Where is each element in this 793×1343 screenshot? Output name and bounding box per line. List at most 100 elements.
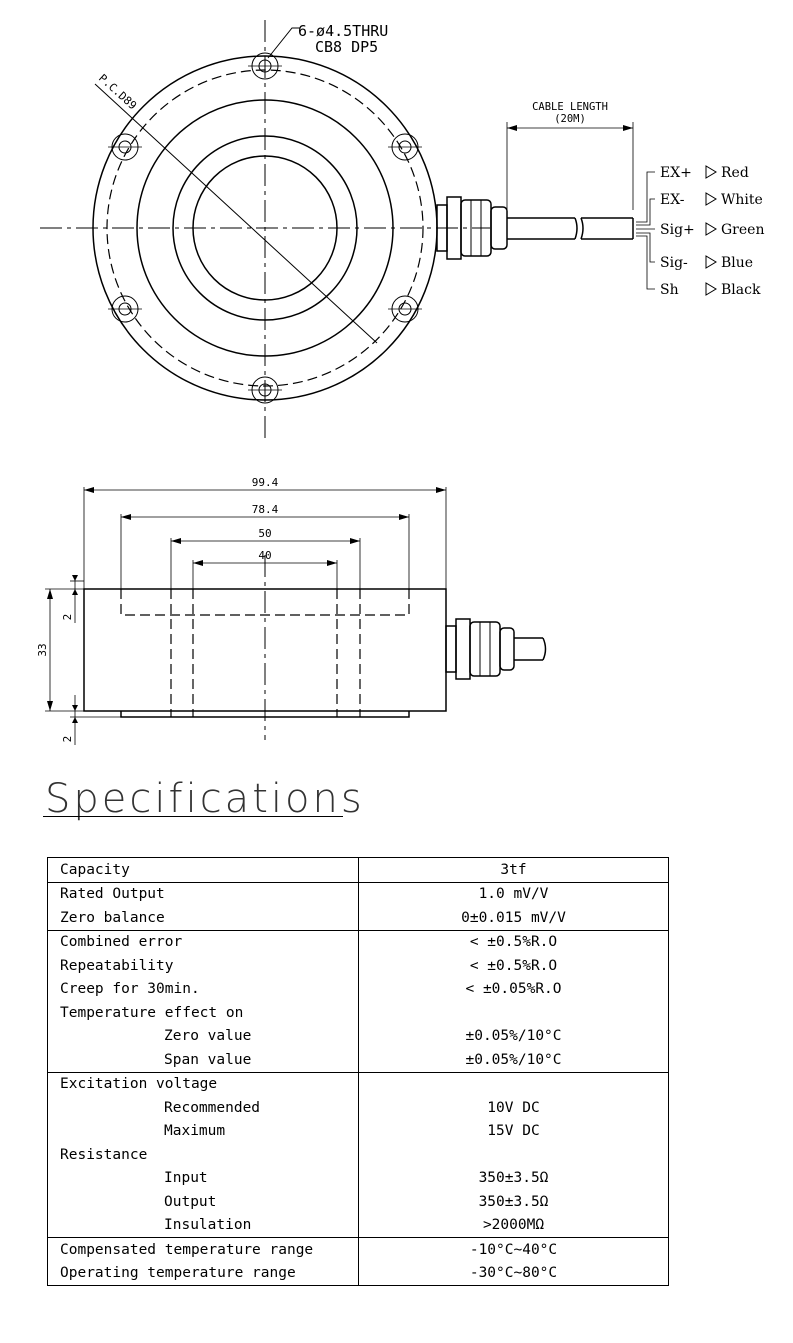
dim-height: 33 xyxy=(36,643,49,656)
table-row: Operating temperature range -30°C~80°C xyxy=(47,1261,669,1286)
top-view: P.C.D89 6-ø4.5THRU CB8 DP5 xyxy=(40,20,764,440)
title-underline xyxy=(43,816,343,817)
spec-value: ±0.05%/10°C xyxy=(358,1024,669,1048)
dim-recess: 78.4 xyxy=(252,503,279,516)
spec-parameter: Span value xyxy=(164,1051,252,1068)
arrowhead xyxy=(623,125,633,131)
wiring-legend: EX+ EX- Sig+ Sig- Sh Red White Green Blu… xyxy=(660,165,764,298)
table-row: Zero value ±0.05%/10°C xyxy=(47,1024,669,1048)
wire-fanout xyxy=(636,171,655,290)
spec-parameter-cell: Insulation xyxy=(47,1213,359,1238)
triangle-icon xyxy=(705,222,717,236)
pcd-circle xyxy=(106,69,424,387)
triangle-icon xyxy=(705,192,717,206)
wire-color: Green xyxy=(721,222,764,238)
table-row: Compensated temperature range-10°C~40°C xyxy=(47,1237,669,1262)
spec-parameter-cell: Excitation voltage xyxy=(47,1071,359,1096)
top-recess xyxy=(120,589,410,616)
spec-value xyxy=(358,1001,669,1025)
spec-value xyxy=(358,1143,669,1167)
spec-value: ±0.05%/10°C xyxy=(358,1048,669,1072)
hole-callout-line2: CB8 DP5 xyxy=(315,38,378,56)
wire-color: Blue xyxy=(721,255,753,271)
wire-signal: Sh xyxy=(660,282,679,298)
spec-value: -30°C~80°C xyxy=(358,1261,669,1286)
spec-parameter: Input xyxy=(164,1170,208,1187)
spec-parameter-cell: Resistance xyxy=(47,1143,359,1167)
spec-value: -10°C~40°C xyxy=(358,1237,669,1262)
table-row: Temperature effect on xyxy=(47,1001,669,1025)
cable xyxy=(507,217,634,240)
spec-parameter: Capacity xyxy=(60,861,130,878)
pcd-label: P.C.D89 xyxy=(96,72,139,113)
spec-parameter: Resistance xyxy=(60,1146,148,1163)
spec-value xyxy=(358,1071,669,1096)
spec-parameter: Maximum xyxy=(164,1123,226,1140)
spec-parameter-cell: Operating temperature range xyxy=(47,1261,359,1286)
inner-bore-circle xyxy=(192,155,338,301)
spec-parameter: Temperature effect on xyxy=(60,1004,244,1021)
table-row: Insulation >2000MΩ xyxy=(47,1213,669,1238)
table-row: Capacity 3tf xyxy=(47,857,669,882)
spec-parameter-cell: Rated Output xyxy=(47,881,359,906)
spec-parameter-cell: Compensated temperature range xyxy=(47,1237,359,1262)
spec-parameter: Output xyxy=(164,1193,217,1210)
dim-overall: 99.4 xyxy=(252,476,279,489)
spec-parameter-cell: Temperature effect on xyxy=(47,1001,359,1025)
arrowhead xyxy=(507,125,517,131)
spec-parameter: Rated Output xyxy=(60,886,165,903)
table-row: Excitation voltage xyxy=(47,1071,669,1096)
dim-top-step: 2 xyxy=(61,614,74,621)
table-row: Repeatability < ±0.5%R.O xyxy=(47,954,669,978)
spec-value: 350±3.5Ω xyxy=(358,1190,669,1214)
cable-length-value: (20M) xyxy=(554,113,586,125)
spec-parameter: Zero value xyxy=(164,1028,252,1045)
spec-value: < ±0.5%R.O xyxy=(358,954,669,978)
hole-callout-line1: 6-ø4.5THRU xyxy=(298,22,388,40)
table-row: Output 350±3.5Ω xyxy=(47,1190,669,1214)
specifications-title: Specifications xyxy=(45,776,365,822)
spec-parameter: Insulation xyxy=(164,1217,252,1234)
dim-inner-bore: 40 xyxy=(258,549,271,562)
spec-parameter-cell: Recommended xyxy=(47,1096,359,1120)
wire-signal: EX- xyxy=(660,192,685,208)
spec-parameter-cell: Maximum xyxy=(47,1119,359,1143)
table-row: Maximum 15V DC xyxy=(47,1119,669,1143)
spec-parameter: Excitation voltage xyxy=(60,1076,218,1093)
triangle-icon xyxy=(705,282,717,296)
wire-signal: Sig+ xyxy=(660,222,695,238)
wire-signal: Sig- xyxy=(660,255,688,271)
wire-color: Black xyxy=(721,282,761,298)
spec-value: 3tf xyxy=(358,857,669,882)
spec-parameter-cell: Combined error xyxy=(47,929,359,954)
table-row: Creep for 30min.< ±0.05%R.O xyxy=(47,977,669,1001)
side-view: 99.4 78.4 50 40 33 2 xyxy=(36,476,547,745)
spec-parameter: Combined error xyxy=(60,934,183,951)
spec-parameter-cell: Capacity xyxy=(47,857,359,882)
spec-parameter-cell: Zero value xyxy=(47,1024,359,1048)
spec-parameter-cell: Output xyxy=(47,1190,359,1214)
table-row: Span value ±0.05%/10°C xyxy=(47,1048,669,1072)
triangle-icon xyxy=(705,255,717,269)
side-cable-gland xyxy=(445,618,547,680)
spec-parameter: Repeatability xyxy=(60,957,174,974)
spec-value: 15V DC xyxy=(358,1119,669,1143)
wire-color: Red xyxy=(721,165,749,181)
dim-outer-bore: 50 xyxy=(258,527,271,540)
spec-parameter-cell: Repeatability xyxy=(47,954,359,978)
recess-circle xyxy=(136,99,394,357)
spec-parameter-cell: Creep for 30min. xyxy=(47,977,359,1001)
spec-parameter: Recommended xyxy=(164,1099,261,1116)
spec-value: >2000MΩ xyxy=(358,1213,669,1238)
spec-parameter: Operating temperature range xyxy=(60,1265,296,1282)
wire-signal: EX+ xyxy=(660,165,692,181)
spec-parameter-cell: Zero balance xyxy=(47,906,359,930)
spec-value: < ±0.5%R.O xyxy=(358,929,669,954)
pcd-leader xyxy=(94,83,378,344)
